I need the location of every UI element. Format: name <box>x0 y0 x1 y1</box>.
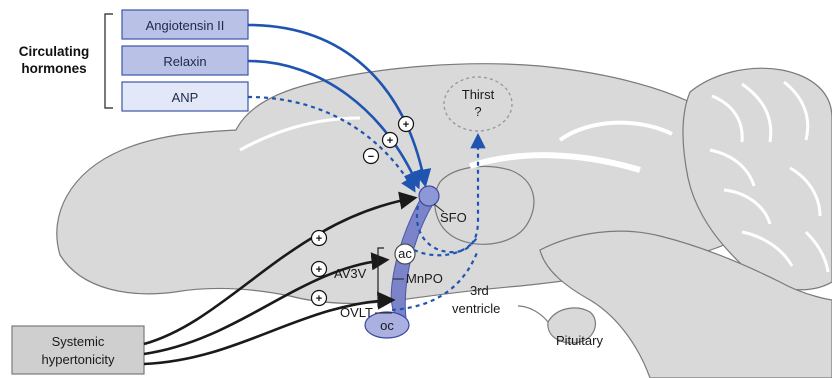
hormones-group-label-1: Circulating <box>19 44 90 59</box>
sfo-label: SFO <box>440 210 467 225</box>
av3v-label: AV3V <box>334 266 367 281</box>
angiotensin-plus-sign: + <box>399 117 414 132</box>
ovlt-label: OVLT <box>340 305 373 320</box>
svg-text:+: + <box>403 119 409 131</box>
svg-text:+: + <box>316 233 322 245</box>
ventricle-label-2: ventricle <box>452 301 500 316</box>
svg-text:+: + <box>316 293 322 305</box>
relaxin-plus-sign: + <box>383 133 398 148</box>
hormone-boxes: Angiotensin II Relaxin ANP <box>122 10 248 111</box>
ventricle-label-1: 3rd <box>470 283 489 298</box>
pituitary-label: Pituitary <box>556 333 603 348</box>
relaxin-label: Relaxin <box>163 54 206 69</box>
thirst-question: ? <box>474 104 481 119</box>
angiotensin-label: Angiotensin II <box>146 18 225 33</box>
hormones-group-label-2: hormones <box>21 61 86 76</box>
anp-minus-sign: − <box>364 149 379 164</box>
mnpo-plus-sign: + <box>312 262 327 277</box>
sfo-node <box>419 186 439 206</box>
oc-label: oc <box>380 318 394 333</box>
thalamus <box>435 166 534 244</box>
hormone-bracket <box>105 14 113 108</box>
svg-text:+: + <box>316 264 322 276</box>
ovlt-plus-sign: + <box>312 291 327 306</box>
ac-label: ac <box>398 246 412 261</box>
svg-text:+: + <box>387 135 393 147</box>
mnpo-label: MnPO <box>406 271 443 286</box>
hypertonicity-label-2: hypertonicity <box>42 352 115 367</box>
hypertonicity-label-1: Systemic <box>52 334 105 349</box>
anp-label: ANP <box>172 90 199 105</box>
sfo-plus-sign: + <box>312 231 327 246</box>
svg-text:−: − <box>368 151 374 163</box>
thirst-label: Thirst <box>462 87 495 102</box>
